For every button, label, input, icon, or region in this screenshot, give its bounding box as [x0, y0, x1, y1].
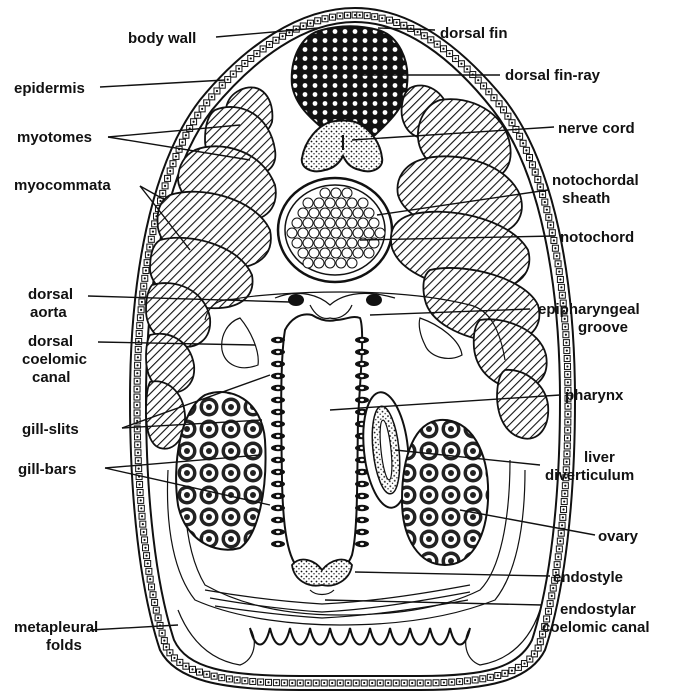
notochord-cell [342, 208, 352, 218]
label-nerve-cord: nerve cord [558, 120, 635, 137]
label-endostylar-coelomic-canal-1: endostylar [560, 601, 636, 618]
notochord-cell [303, 198, 313, 208]
notochord-cell [364, 228, 374, 238]
label-gill-bars: gill-bars [18, 461, 76, 478]
ventral-wave [250, 628, 470, 645]
notochord-cell [353, 248, 363, 258]
notochord-cell [292, 218, 302, 228]
label-pharynx: pharynx [565, 387, 624, 404]
notochord-cell [369, 218, 379, 228]
notochord-cell [347, 218, 357, 228]
myotomes-right [391, 85, 548, 438]
notochord-cell [320, 208, 330, 218]
notochord-cell [320, 188, 330, 198]
dorsal-aorta [275, 293, 395, 306]
notochord-cell [336, 198, 346, 208]
notochord-cell [314, 238, 324, 248]
notochord-cell [336, 218, 346, 228]
notochord-cell [292, 238, 302, 248]
label-notochordal-sheath-2: sheath [562, 190, 610, 207]
label-dorsal-coelomic-canal-2: coelomic [22, 351, 87, 368]
label-gill-slits: gill-slits [22, 421, 79, 438]
notochord-cell [336, 258, 346, 268]
label-dorsal-aorta-1: dorsal [28, 286, 73, 303]
notochord-cell [325, 238, 335, 248]
label-myocommata: myocommata [14, 177, 111, 194]
label-dorsal-aorta-2: aorta [30, 304, 67, 321]
dorsal-coelomic-canal [222, 318, 259, 368]
notochord-cell [298, 228, 308, 238]
notochord-cell [314, 198, 324, 208]
label-liver-diverticulum-2: diverticulum [545, 467, 634, 484]
notochord-cell [347, 238, 357, 248]
notochord-cell [342, 248, 352, 258]
notochord-cell [331, 248, 341, 258]
notochord-cell [358, 198, 368, 208]
notochord-cell [298, 208, 308, 218]
notochord-cell [347, 258, 357, 268]
notochord-cell [358, 218, 368, 228]
label-ovary: ovary [598, 528, 639, 545]
ovary [402, 420, 488, 565]
label-metapleural-folds-2: folds [46, 637, 82, 654]
label-endostyle: endostyle [553, 569, 623, 586]
label-body-wall: body wall [128, 30, 196, 47]
label-myotomes: myotomes [17, 129, 92, 146]
notochord-cell [309, 208, 319, 218]
notochord-cell [309, 248, 319, 258]
notochord-cell [342, 188, 352, 198]
notochord-cell [287, 228, 297, 238]
notochord-cell [331, 228, 341, 238]
notochord-cell [314, 218, 324, 228]
notochord-cell [320, 248, 330, 258]
notochord-cell [364, 248, 374, 258]
label-metapleural-folds-1: metapleural [14, 619, 98, 636]
notochord-cell [331, 208, 341, 218]
notochord-cell [353, 208, 363, 218]
pharynx [281, 314, 362, 575]
notochord-cell [342, 228, 352, 238]
ovary-left [176, 392, 265, 550]
notochord-cell [298, 248, 308, 258]
notochord-cell [325, 218, 335, 228]
notochord-cell [303, 258, 313, 268]
label-dorsal-coelomic-canal-3: canal [32, 369, 70, 386]
notochord-cell [347, 198, 357, 208]
endostylar-coelomic-canal [310, 590, 334, 595]
notochord-cell [314, 258, 324, 268]
label-dorsal-fin: dorsal fin [440, 25, 508, 42]
notochord-cell [303, 218, 313, 228]
notochord-cell [303, 238, 313, 248]
notochord-cell [309, 228, 319, 238]
label-dorsal-coelomic-canal-1: dorsal [28, 333, 73, 350]
label-endostylar-coelomic-canal-2: coelomic canal [542, 619, 650, 636]
notochord-cell [353, 228, 363, 238]
label-notochordal-sheath-1: notochordal [552, 172, 639, 189]
notochord-cell [336, 238, 346, 248]
notochord-cell [325, 258, 335, 268]
label-epidermis: epidermis [14, 80, 85, 97]
label-epipharyngeal-groove-1: epipharyngeal [538, 301, 640, 318]
notochord-cell [320, 228, 330, 238]
label-dorsal-fin-ray: dorsal fin-ray [505, 67, 601, 84]
notochord-cell [331, 188, 341, 198]
notochord-cell [325, 198, 335, 208]
label-liver-diverticulum-1: liver [584, 449, 615, 466]
notochord-cell [364, 208, 374, 218]
label-epipharyngeal-groove-2: groove [578, 319, 628, 336]
label-notochord: notochord [560, 229, 634, 246]
notochord-cell [375, 228, 385, 238]
